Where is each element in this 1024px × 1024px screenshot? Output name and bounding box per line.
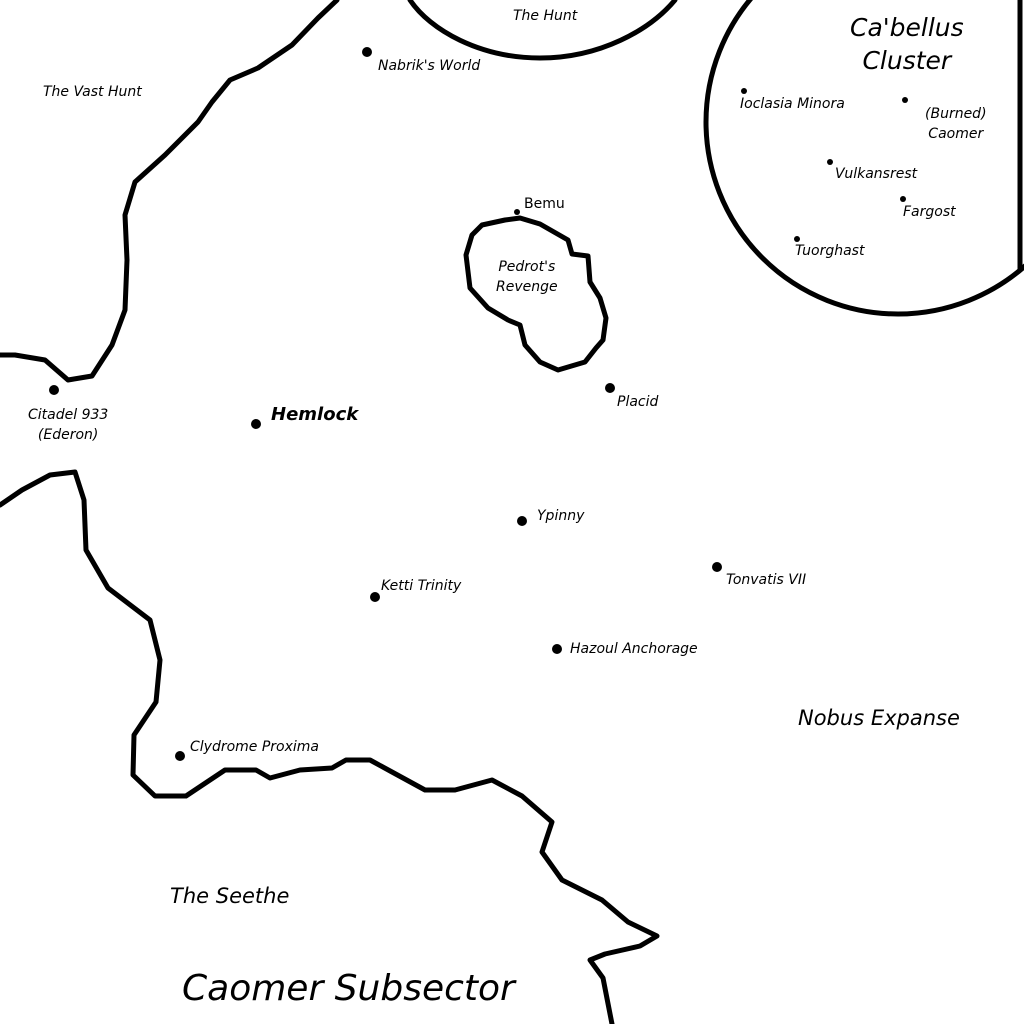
system-label-hazoul: Hazoul Anchorage	[570, 641, 698, 657]
system-label-citadel: Citadel 933 (Ederon)	[28, 405, 108, 446]
system-label-ioclasia: Ioclasia Minora	[740, 96, 845, 112]
system-dot-caomer	[902, 97, 908, 103]
system-label-tuorghast: Tuorghast	[795, 243, 865, 259]
seethe-border	[0, 469, 660, 1024]
system-dot-bemu	[514, 209, 520, 215]
system-label-hemlock: Hemlock	[271, 404, 359, 425]
system-dot-ketti	[370, 592, 380, 602]
label-line: Revenge	[496, 279, 558, 296]
map-title: Caomer Subsector	[182, 968, 515, 1009]
system-label-bemu: Bemu	[524, 196, 565, 212]
system-label-tonvatis: Tonvatis VII	[726, 572, 807, 588]
system-label-vulkansrest: Vulkansrest	[835, 166, 918, 182]
system-label-ypinny: Ypinny	[537, 508, 585, 524]
pedrot-revenge-border	[463, 215, 609, 373]
system-dot-citadel	[49, 385, 59, 395]
region-label-the-hunt: The Hunt	[513, 8, 578, 24]
system-label-caomer: (Burned) Caomer	[925, 104, 987, 145]
system-label-fargost: Fargost	[903, 204, 956, 220]
system-dot-clydrome	[175, 751, 185, 761]
label-line: (Burned)	[925, 106, 987, 122]
label-line: Cluster	[862, 45, 952, 75]
label-line: Ca'bellus	[850, 13, 964, 42]
system-dot-hemlock	[251, 419, 261, 429]
cabellus-cluster-boundary	[703, 0, 1024, 317]
system-dot-hazoul	[552, 644, 562, 654]
system-dot-ypinny	[517, 516, 527, 526]
label-line: Caomer	[928, 126, 984, 143]
region-label-seethe: The Seethe	[170, 884, 290, 908]
system-label-ketti: Ketti Trinity	[381, 578, 462, 594]
system-dot-nabrik	[362, 47, 372, 57]
system-dot-tuorghast	[794, 236, 800, 242]
region-label-vast-hunt: The Vast Hunt	[43, 84, 142, 100]
system-label-clydrome: Clydrome Proxima	[190, 739, 320, 755]
label-line: Citadel 933	[28, 407, 109, 423]
system-dot-placid	[605, 383, 615, 393]
label-line: (Ederon)	[37, 427, 99, 444]
vast-hunt-border	[0, 0, 340, 383]
the-hunt-border	[407, 0, 678, 61]
system-dot-ioclasia	[741, 88, 747, 94]
system-label-placid: Placid	[617, 394, 659, 410]
system-dot-tonvatis	[712, 562, 722, 572]
system-dot-vulkansrest	[827, 159, 833, 165]
label-line: Pedrot's	[498, 259, 556, 275]
region-label-nobus: Nobus Expanse	[798, 706, 960, 730]
system-dot-fargost	[900, 196, 906, 202]
system-label-nabrik: Nabrik's World	[378, 58, 481, 74]
